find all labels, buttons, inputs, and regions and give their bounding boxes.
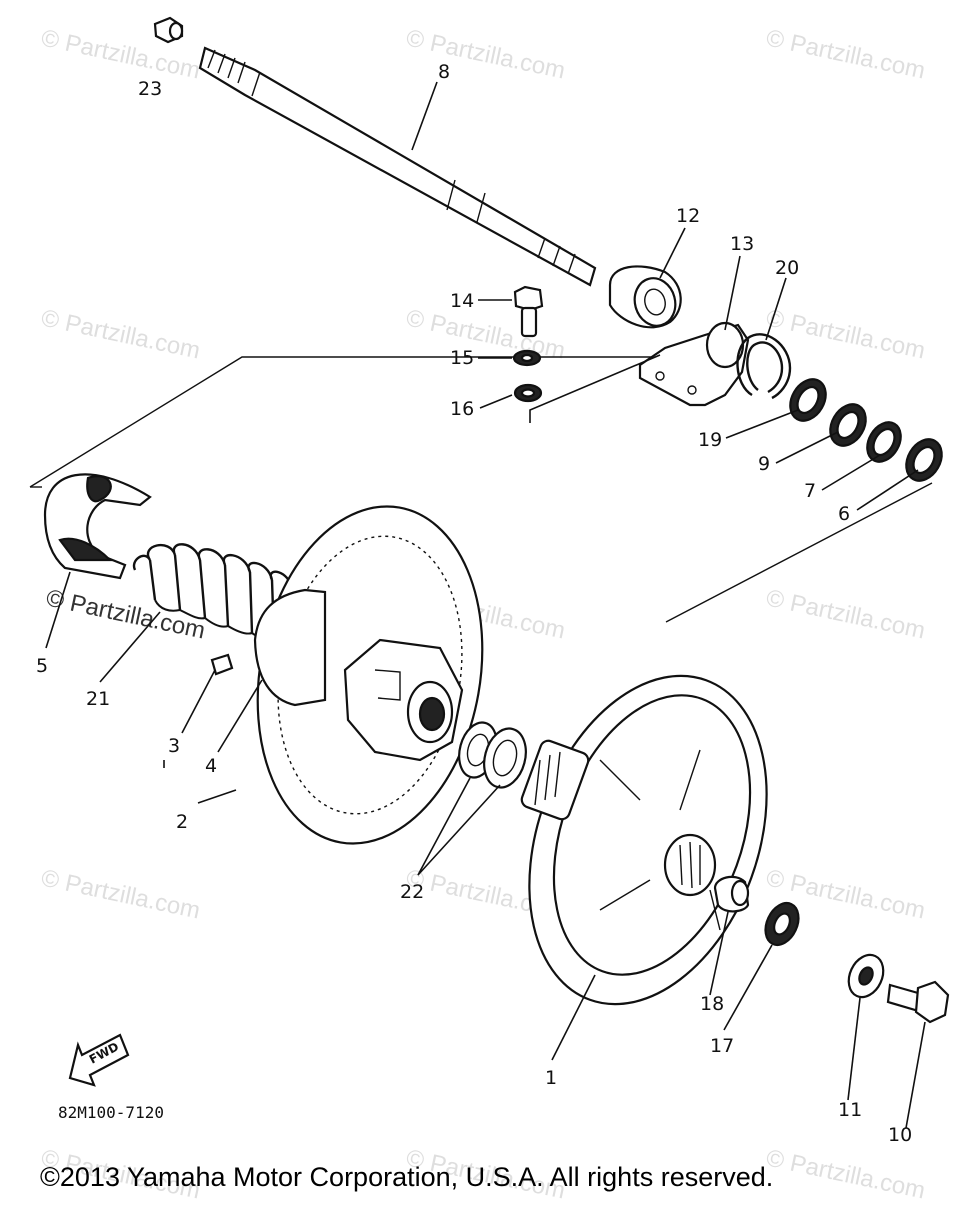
callout-13: 13 — [730, 233, 754, 255]
part-10-bolt — [886, 980, 950, 1024]
callout-3: 3 — [168, 735, 180, 757]
part-9-washer — [829, 403, 867, 447]
callout-11: 11 — [838, 1099, 862, 1121]
callout-14: 14 — [450, 290, 474, 312]
diagram-code: 82M100-7120 — [58, 1103, 164, 1122]
part-16-collar — [513, 383, 543, 403]
part-17-washer — [764, 901, 800, 947]
callout-16: 16 — [450, 398, 474, 420]
part-7-washer — [866, 421, 902, 463]
part-5-cam — [43, 473, 152, 580]
part-15-washer — [512, 349, 542, 367]
callout-22: 22 — [400, 881, 424, 903]
part-20-circlip — [736, 333, 792, 400]
callout-numbers: 8 23 12 13 20 14 15 16 19 9 7 6 5 21 3 4… — [36, 61, 912, 1146]
callout-5: 5 — [36, 655, 48, 677]
part-2-sheave — [253, 505, 484, 845]
watermark-bold: © Partzilla.com — [44, 584, 208, 644]
part-11-washer — [847, 953, 885, 999]
watermark: © Partzilla.com — [764, 584, 928, 644]
callout-19: 19 — [698, 429, 722, 451]
callout-7: 7 — [804, 480, 816, 502]
leader-lines — [45, 81, 926, 1129]
part-6-washer — [905, 438, 943, 482]
callout-1: 1 — [545, 1067, 557, 1089]
forward-arrow-icon: FWD — [68, 1033, 130, 1087]
part-18-collar — [713, 875, 750, 913]
part-12-bearing — [608, 265, 682, 329]
callout-10: 10 — [888, 1124, 912, 1146]
part-23-cap — [153, 16, 184, 44]
callout-18: 18 — [700, 993, 724, 1015]
copyright-notice: ©2013 Yamaha Motor Corporation, U.S.A. A… — [40, 1162, 773, 1192]
part-19-washer — [789, 378, 827, 422]
watermark: © Partzilla.com — [404, 304, 568, 364]
watermark: © Partzilla.com — [764, 24, 928, 84]
callout-21: 21 — [86, 688, 110, 710]
watermark: © Partzilla.com — [764, 1144, 928, 1200]
part-13-holder — [638, 321, 750, 407]
part-8-shaft — [198, 46, 597, 287]
part-1-fixed-sheave — [520, 674, 768, 1006]
watermark: © Partzilla.com — [404, 24, 568, 84]
callout-6: 6 — [838, 503, 850, 525]
part-3-pin — [210, 653, 234, 676]
callout-9: 9 — [758, 453, 770, 475]
part-14-bolt — [513, 285, 544, 338]
watermark: © Partzilla.com — [39, 864, 203, 924]
callout-12: 12 — [676, 205, 700, 227]
callout-20: 20 — [775, 257, 799, 279]
callout-17: 17 — [710, 1035, 734, 1057]
callout-15: 15 — [450, 347, 474, 369]
callout-4: 4 — [205, 755, 217, 777]
callout-8: 8 — [438, 61, 450, 83]
watermark: © Partzilla.com — [39, 304, 203, 364]
part-21-spring — [132, 543, 302, 642]
callout-23: 23 — [138, 78, 162, 100]
callout-2: 2 — [176, 811, 188, 833]
